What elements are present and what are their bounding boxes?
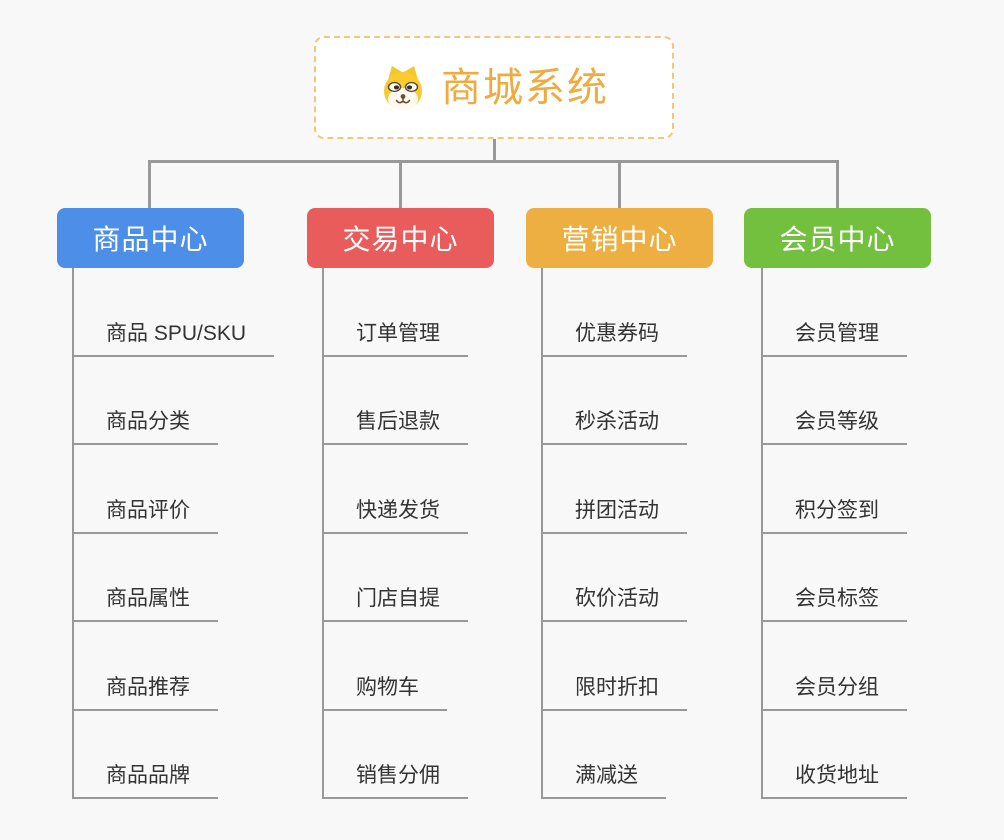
connector-trunk-product: [72, 268, 74, 799]
connector-horizontal-bus: [148, 160, 839, 163]
connector-root-drop: [493, 139, 496, 163]
leaf-node[interactable]: 会员标签: [761, 582, 907, 622]
connector-drop-branch-2: [399, 160, 402, 210]
leaf-node[interactable]: 拼团活动: [541, 494, 687, 534]
leaf-column-marketing: 优惠券码 秒杀活动 拼团活动 砍价活动 限时折扣 满减送: [541, 268, 687, 799]
connector-trunk-marketing: [541, 268, 543, 799]
root-title: 商城系统: [441, 65, 609, 110]
leaf-node[interactable]: 优惠券码: [541, 317, 687, 357]
leaf-node[interactable]: 快递发货: [322, 494, 468, 534]
leaf-column-member: 会员管理 会员等级 积分签到 会员标签 会员分组 收货地址: [761, 268, 907, 799]
root-node[interactable]: 商城系统: [314, 36, 674, 139]
branch-node-member[interactable]: 会员中心: [744, 208, 931, 268]
leaf-node[interactable]: 限时折扣: [541, 671, 687, 711]
leaf-node[interactable]: 售后退款: [322, 405, 468, 445]
connector-drop-branch-3: [618, 160, 621, 210]
leaf-node[interactable]: 积分签到: [761, 494, 907, 534]
connector-drop-branch-1: [148, 160, 151, 210]
connector-trunk-trade: [322, 268, 324, 799]
leaf-node[interactable]: 销售分佣: [322, 759, 468, 799]
leaf-column-trade: 订单管理 售后退款 快递发货 门店自提 购物车 销售分佣: [322, 268, 468, 799]
leaf-node[interactable]: 商品品牌: [72, 759, 218, 799]
dog-face-icon: [384, 65, 422, 110]
leaf-node[interactable]: 商品 SPU/SKU: [72, 317, 275, 357]
leaf-node[interactable]: 订单管理: [322, 317, 468, 357]
leaf-node[interactable]: 商品评价: [72, 494, 218, 534]
connector-drop-branch-4: [836, 160, 839, 210]
leaf-node[interactable]: 会员分组: [761, 671, 907, 711]
leaf-node[interactable]: 商品属性: [72, 582, 218, 622]
leaf-node[interactable]: 商品分类: [72, 405, 218, 445]
leaf-column-product: 商品 SPU/SKU 商品分类 商品评价 商品属性 商品推荐 商品品牌: [72, 268, 275, 799]
leaf-node[interactable]: 收货地址: [761, 759, 907, 799]
leaf-node[interactable]: 砍价活动: [541, 582, 687, 622]
branch-node-trade[interactable]: 交易中心: [307, 208, 494, 268]
leaf-node[interactable]: 秒杀活动: [541, 405, 687, 445]
leaf-node[interactable]: 满减送: [541, 759, 666, 799]
leaf-node[interactable]: 购物车: [322, 671, 447, 711]
branch-node-product[interactable]: 商品中心: [57, 208, 244, 268]
leaf-node[interactable]: 门店自提: [322, 582, 468, 622]
leaf-node[interactable]: 商品推荐: [72, 671, 218, 711]
leaf-node[interactable]: 会员等级: [761, 405, 907, 445]
leaf-node[interactable]: 会员管理: [761, 317, 907, 357]
connector-trunk-member: [761, 268, 763, 799]
branch-node-marketing[interactable]: 营销中心: [526, 208, 713, 268]
